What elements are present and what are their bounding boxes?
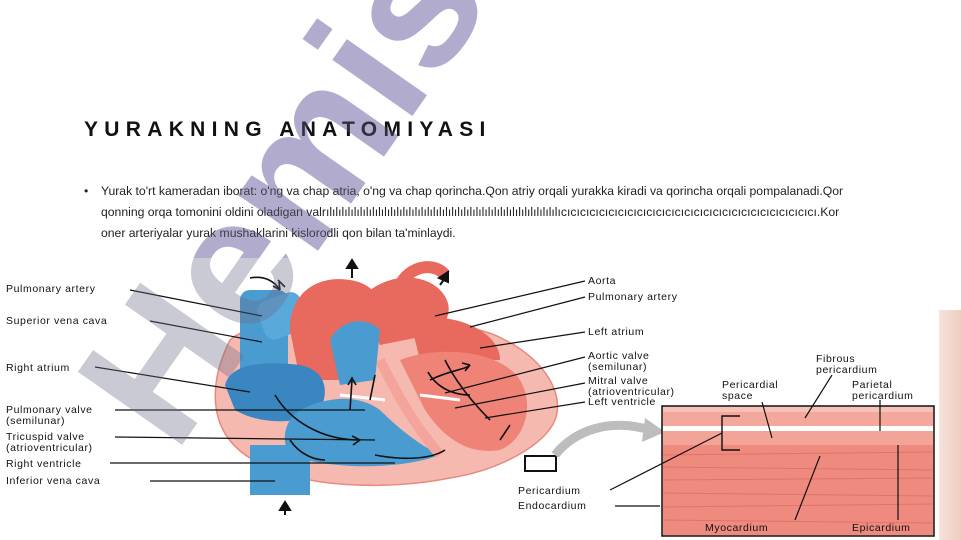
heart-illustration xyxy=(214,258,559,515)
label-fibrous-pericardium-sub: pericardium xyxy=(816,364,877,376)
label-pericardium: Pericardium xyxy=(518,485,581,497)
left-labels: Pulmonary artery Superior vena cava Righ… xyxy=(6,283,107,487)
bottom-labels: Pericardium Endocardium xyxy=(518,485,586,512)
label-right-ventricle: Right ventricle xyxy=(6,458,82,470)
label-mitral-valve: Mitral valve xyxy=(588,375,648,387)
label-inferior-vena-cava: Inferior vena cava xyxy=(6,475,100,487)
label-tricuspid-valve: Tricuspid valve xyxy=(6,431,85,443)
label-left-ventricle: Left ventricle xyxy=(588,396,656,408)
label-pulmonary-artery-left: Pulmonary artery xyxy=(6,283,96,295)
label-pulmonary-valve-sub: (semilunar) xyxy=(6,415,65,427)
heart-wall-inset xyxy=(661,405,935,537)
right-labels: Aorta Pulmonary artery Left atrium Aorti… xyxy=(588,275,678,408)
label-pulmonary-artery-right: Pulmonary artery xyxy=(588,291,678,303)
slide-title: YURAKNING ANATOMIYASI xyxy=(84,118,492,141)
bullet-marker: • xyxy=(84,184,89,198)
label-tricuspid-valve-sub: (atrioventricular) xyxy=(6,442,93,454)
label-parietal-pericardium-sub: pericardium xyxy=(852,390,913,402)
label-left-atrium: Left atrium xyxy=(588,326,644,338)
label-superior-vena-cava: Superior vena cava xyxy=(6,315,107,327)
inset-labels: Pericardial space Fibrous pericardium Pa… xyxy=(705,353,913,534)
label-myocardium: Myocardium xyxy=(705,522,768,534)
label-fibrous-pericardium: Fibrous xyxy=(816,353,855,365)
label-aortic-valve: Aortic valve xyxy=(588,350,649,362)
label-pericardial-space-sub: space xyxy=(722,390,753,402)
slide-edge-decoration xyxy=(939,310,961,540)
leader-lines xyxy=(94,280,899,521)
label-right-atrium: Right atrium xyxy=(6,362,70,374)
label-aorta: Aorta xyxy=(588,275,616,287)
label-aortic-valve-sub: (semilunar) xyxy=(588,361,647,373)
label-mitral-valve-sub: (atrioventricular) xyxy=(588,386,675,398)
label-epicardium: Epicardium xyxy=(852,522,911,534)
label-pericardial-space: Pericardial xyxy=(722,379,778,391)
label-endocardium: Endocardium xyxy=(518,500,586,512)
label-pulmonary-valve: Pulmonary valve xyxy=(6,404,93,416)
label-parietal-pericardium: Parietal xyxy=(852,379,892,391)
slide-body: • Yurak to'rt kameradan iborat: o'ng va … xyxy=(84,181,844,244)
body-paragraph: Yurak to'rt kameradan iborat: o'ng va ch… xyxy=(101,184,844,240)
